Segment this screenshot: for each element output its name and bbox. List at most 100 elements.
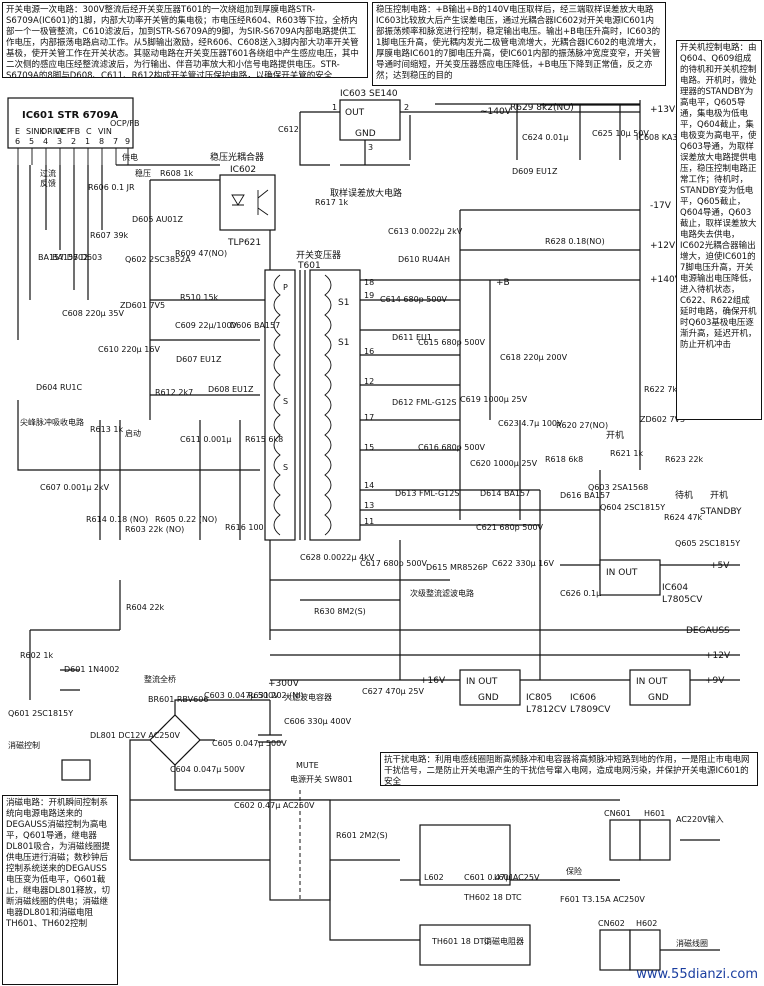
ic601-pin: 6 — [15, 137, 20, 146]
ic606-label: IC606 — [570, 693, 596, 703]
label-r608: R608 1k — [160, 169, 193, 178]
ic602-box — [219, 174, 276, 231]
ic604-in-out: IN OUT — [606, 568, 638, 578]
t601-pin: 18 — [364, 278, 374, 287]
ic602-label: IC602 — [230, 165, 256, 175]
daiji-label: 待机 — [675, 489, 693, 501]
label-c619: C619 1000μ 25V — [460, 395, 528, 404]
transformer-pins: P S S 18 19 16 12 17 15 14 13 11 — [283, 278, 374, 526]
wire-mains — [130, 790, 720, 971]
ic606-gnd: GND — [648, 693, 669, 703]
rail-16v: +16V — [420, 676, 446, 686]
label-l601: L601 — [494, 873, 514, 882]
label-r629: R629 8k2(NO) — [510, 103, 574, 113]
label-c611: C611 0.001μ — [180, 435, 231, 444]
ic805-part: L7812CV — [526, 705, 567, 715]
ic602-caption: 稳压光耦合器 — [210, 151, 264, 163]
t601-pin: 12 — [364, 377, 374, 386]
ic601-pin-name: OCP/FB — [110, 119, 140, 128]
ic601-pin: 1 — [85, 137, 90, 146]
note-primary-circuit: 开关电源一次电路：300V整流后经开关变压器T601的一次绕组加到厚膜电路STR… — [2, 2, 368, 78]
label-d611: D611 EU1 — [392, 333, 432, 342]
ic601-label: IC601 STR 6709A — [22, 110, 118, 121]
transformer-t601 — [264, 269, 361, 541]
bridge-rectifier — [129, 699, 270, 860]
transformer-label: 开关变压器 — [296, 249, 341, 261]
label-c601: C601 0.47μ AC25V — [464, 873, 540, 882]
label-mute: MUTE — [296, 761, 319, 770]
label-q603: Q603 2SA1568 — [588, 483, 648, 492]
label-c606: C606 330μ 400V — [284, 717, 352, 726]
label-r609: R609 47(NO) — [175, 249, 227, 258]
ic603-caption: 取样误差放大电路 — [330, 187, 402, 199]
label-r613: R613 1k — [90, 425, 123, 434]
label-baoxian: 保险 — [566, 866, 582, 876]
ic606-in-out: IN OUT — [636, 677, 668, 687]
label-c621: C621 680p 500V — [476, 523, 544, 532]
label-r622: R622 7k5 — [644, 385, 682, 394]
t601-pin: 17 — [364, 413, 374, 422]
label-d603: BA157 D603 — [52, 253, 102, 262]
label-c615: C615 680p 500V — [418, 338, 486, 347]
label-d601: D601 1N4002 — [64, 665, 119, 674]
ic606-box — [629, 669, 691, 706]
t601-pin: 15 — [364, 443, 374, 452]
ic601-pin: 4 — [43, 137, 48, 146]
label-h602: H602 — [636, 919, 657, 928]
label-c614: C614 680p 500V — [380, 295, 448, 304]
transformer-s1b: S1 — [338, 338, 349, 348]
ic601-pin: 7 — [113, 137, 118, 146]
rail-9v: +9V — [705, 676, 725, 686]
ic601-pin-name: DRIVE — [41, 127, 66, 136]
wire-primary-left — [17, 164, 271, 640]
note-standby-control: 开关机控制电路：由Q604、Q609组成的待机和开关机控制电路。开机时，微处理器… — [676, 40, 762, 420]
note-regulation-circuit: 稳压控制电路：+B输出+B的140V电压取样后，经三端取样误差放大电路IC603… — [372, 2, 666, 86]
label-r616: R616 100 — [225, 523, 264, 532]
label-c613: C613 0.0022μ 2kV — [388, 227, 463, 236]
label-r602: R602 1k — [20, 651, 53, 660]
label-d608: D608 EU1Z — [208, 385, 254, 394]
ic805-gnd: GND — [478, 693, 499, 703]
transformer-s1: S1 — [338, 298, 349, 308]
ic602-led — [231, 194, 245, 206]
ic602-transistor — [257, 189, 269, 216]
label-ciji: 次级整流滤波电路 — [410, 588, 474, 598]
watermark: www.55dianzi.com — [636, 967, 758, 982]
label-zd602: ZD602 7V5 — [640, 415, 685, 424]
label-c623: C623 4.7μ 100V — [498, 419, 563, 428]
ic601-pin: 2 — [71, 137, 76, 146]
ic601-pin-name: FB — [70, 127, 80, 136]
ic805-label: IC805 — [526, 693, 552, 703]
label-r612: R612 2k7 — [155, 388, 193, 397]
label-r615: R615 6k8 — [245, 435, 283, 444]
ic805-box — [459, 669, 521, 706]
label-wenya: 稳压 — [135, 168, 151, 178]
label-r617: R617 1k — [315, 198, 348, 207]
label-r614: R614 0.18 (NO) — [86, 515, 148, 524]
label-gong: 供电 — [122, 152, 138, 162]
label-d610: D610 RU4AH — [398, 255, 450, 264]
label-r618: R618 6k8 — [545, 455, 583, 464]
label-sw801: 电源开关 SW801 — [290, 774, 353, 784]
label-d616: D616 BA157 — [560, 491, 610, 500]
note-emi-filter: 抗干扰电路：利用电感线圈阻断高频脉冲和电容器将高频脉冲短路到地的作用，一是阻止市… — [380, 752, 758, 786]
label-c628: C628 0.0022μ 4kV — [300, 553, 375, 562]
t601-pin: 16 — [364, 347, 374, 356]
ic603-pin: 1 — [332, 103, 337, 112]
label-h601: H601 — [644, 809, 665, 818]
label-q605: Q605 2SC1815Y — [675, 539, 740, 548]
ic601-pin: 8 — [99, 137, 104, 146]
label-xiaoci: 消磁控制 — [8, 740, 40, 750]
ic603-label: IC603 SE140 — [340, 89, 398, 99]
t601-pin: P — [283, 283, 288, 292]
label-d604: D604 RU1C — [36, 383, 82, 392]
rail-neg17v: -17V — [650, 201, 672, 211]
label-r607: R607 39k — [90, 231, 129, 240]
label-c624: C624 0.01μ — [522, 133, 568, 142]
rail-140v: +140V — [650, 275, 682, 285]
label-d613: D613 FML-G12S — [395, 489, 459, 498]
ic606-part: L7809CV — [570, 705, 611, 715]
rail-140v-ac: ~140V — [480, 107, 512, 117]
label-d602: BA157 D602 — [38, 253, 88, 262]
label-c618: C618 220μ 200V — [500, 353, 568, 362]
